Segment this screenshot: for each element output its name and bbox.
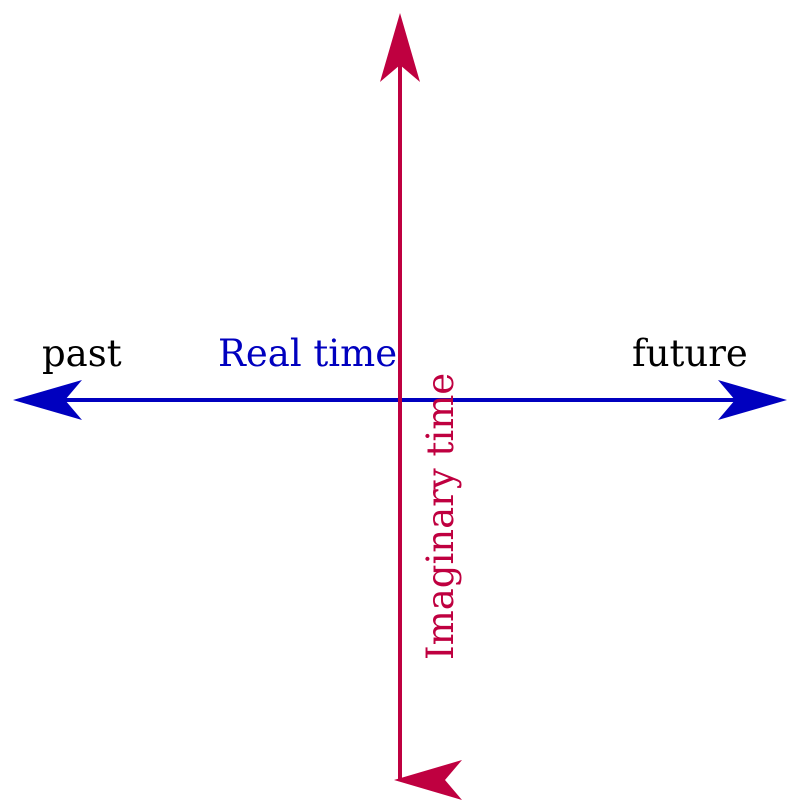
real-time-label: Real time	[218, 332, 397, 375]
past-arrowhead-icon	[13, 380, 82, 420]
imaginary-time-axis	[380, 13, 462, 800]
future-arrowhead-icon	[718, 380, 787, 420]
imaginary-time-label: Imaginary time	[419, 373, 462, 660]
up-arrowhead-icon	[380, 13, 420, 82]
bottom-arrowhead-icon	[394, 760, 462, 800]
future-label: future	[632, 332, 748, 375]
past-label: past	[42, 332, 122, 375]
